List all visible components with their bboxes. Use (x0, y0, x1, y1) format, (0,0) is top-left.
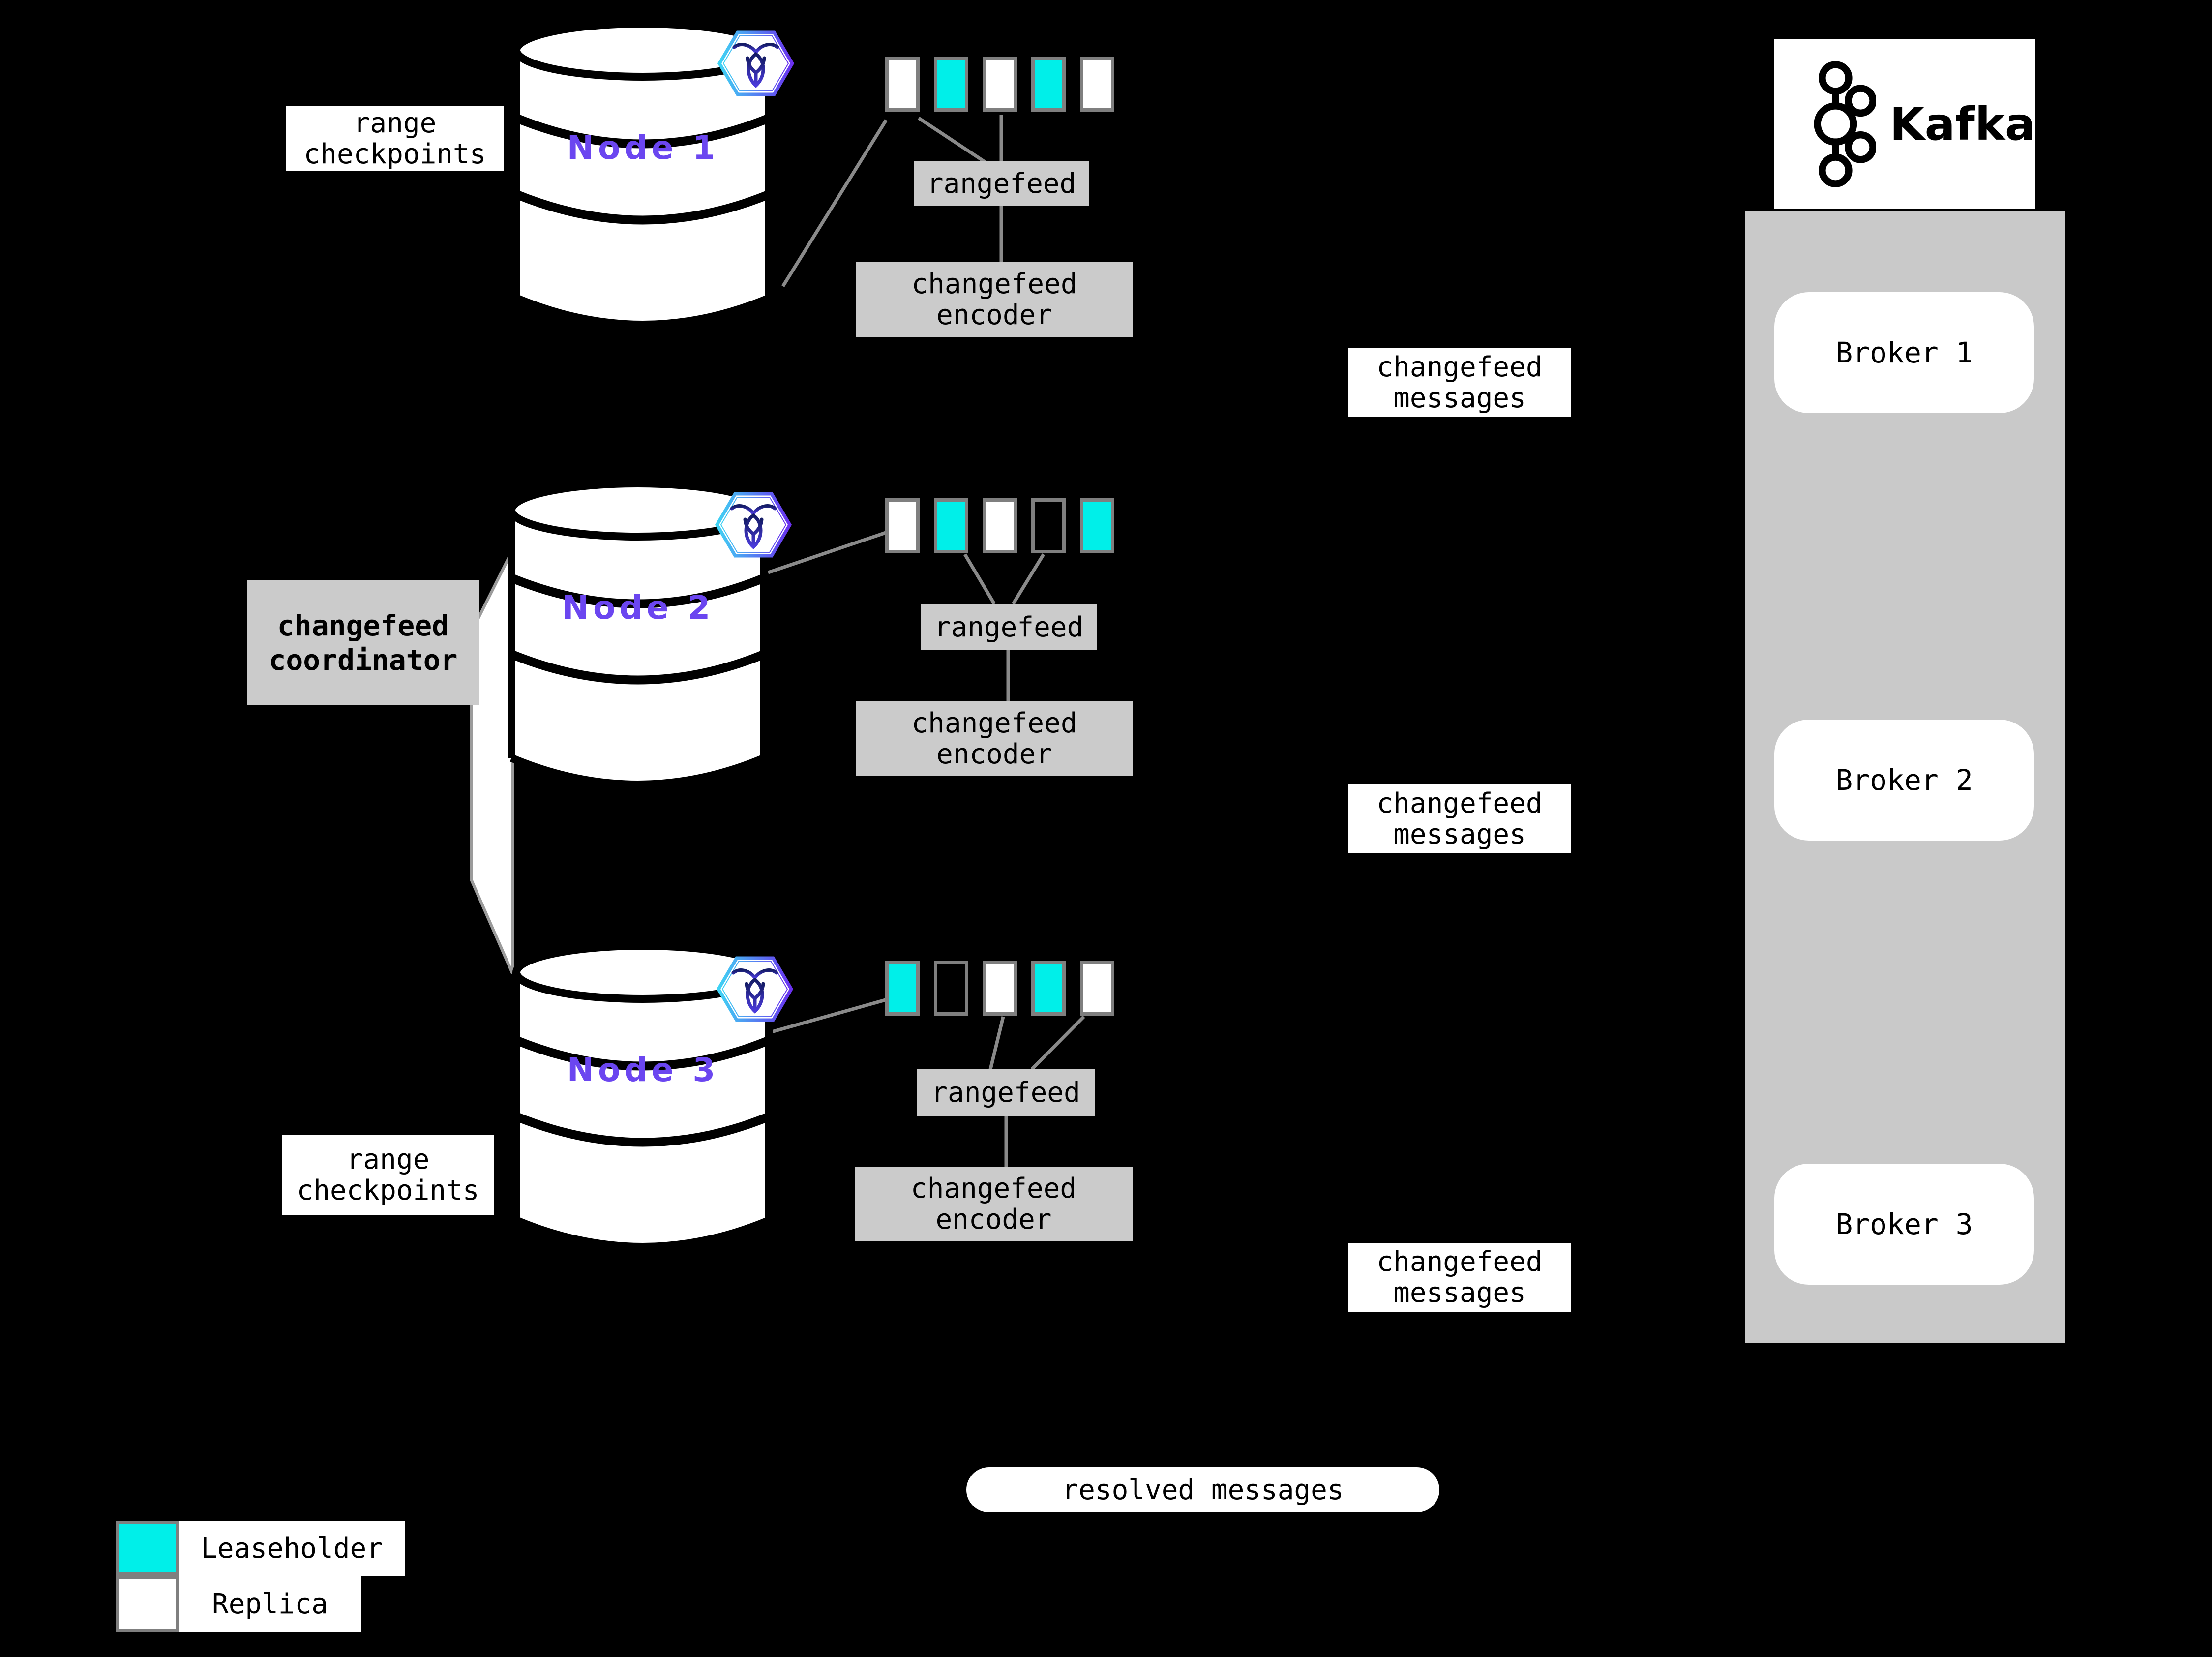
connector-line (1030, 1015, 1085, 1071)
broker-3-box: Broker 3 (1774, 1164, 2034, 1285)
legend-leaseholder-swatch (116, 1521, 179, 1576)
changefeed-encoder-box-node3: changefeed encoder (855, 1167, 1133, 1241)
range-replica (983, 961, 1017, 1016)
range-replica (983, 57, 1017, 112)
connector-line (918, 117, 986, 164)
changefeed-encoder-box-node1: changefeed encoder (856, 262, 1133, 337)
range-leaseholder (934, 57, 968, 112)
connector-line (988, 1016, 1005, 1070)
broker-2-box: Broker 2 (1774, 720, 2034, 841)
range-replica (885, 57, 920, 112)
resolved-messages-label: resolved messages (966, 1467, 1439, 1512)
range-replica (885, 498, 920, 553)
cockroachdb-hexagon-icon (717, 30, 795, 96)
range-checkpoints-label-node3: range checkpoints (282, 1135, 494, 1215)
range-empty (1031, 498, 1066, 553)
cockroachdb-hexagon-icon (716, 956, 794, 1022)
range-row-node3 (885, 961, 1114, 1016)
range-row-node2 (885, 498, 1114, 553)
range-leaseholder (1031, 57, 1066, 112)
changefeed-messages-label-2: changefeed messages (1348, 784, 1571, 853)
cockroachdb-hexagon-icon (715, 492, 792, 558)
broker-1-box: Broker 1 (1774, 292, 2034, 413)
range-row-node1 (885, 57, 1114, 112)
kafka-title: Kafka (1889, 97, 2035, 151)
range-leaseholder (934, 498, 968, 553)
range-replica (1080, 961, 1114, 1016)
legend-replica-swatch (116, 1576, 179, 1632)
rangefeed-box-node3: rangefeed (917, 1069, 1095, 1116)
changefeed-coordinator-label: changefeed coordinator (247, 580, 479, 705)
kafka-logo-panel: Kafka (1774, 39, 2035, 209)
range-replica (983, 498, 1017, 553)
node-title: Node 1 (567, 129, 719, 167)
range-leaseholder (885, 961, 920, 1016)
rangefeed-box-node2: rangefeed (921, 604, 1097, 650)
changefeed-messages-label-3: changefeed messages (1348, 1243, 1571, 1312)
node-title: Node 2 (562, 589, 715, 627)
range-checkpoints-label-node1: range checkpoints (286, 106, 504, 171)
connector-line (963, 553, 996, 605)
range-empty (934, 961, 968, 1016)
range-replica (1080, 57, 1114, 112)
node-title: Node 3 (567, 1051, 719, 1089)
range-leaseholder (1080, 498, 1114, 553)
coordinator-callout-ribbon (470, 549, 514, 974)
changefeed-encoder-box-node2: changefeed encoder (856, 701, 1133, 776)
changefeed-messages-label-1: changefeed messages (1348, 348, 1571, 417)
legend-replica-label: Replica (179, 1576, 361, 1632)
connector-line (767, 530, 888, 574)
connector-lines (767, 115, 1085, 1167)
database-cylinder-icon (512, 942, 773, 1251)
connector-line (781, 119, 888, 287)
connector-line (1012, 553, 1045, 605)
legend-leaseholder-label: Leaseholder (179, 1521, 405, 1576)
kafka-circles-icon (1814, 60, 1876, 187)
rangefeed-box-node1: rangefeed (914, 161, 1089, 206)
connector-line (768, 997, 888, 1035)
range-leaseholder (1031, 961, 1066, 1016)
